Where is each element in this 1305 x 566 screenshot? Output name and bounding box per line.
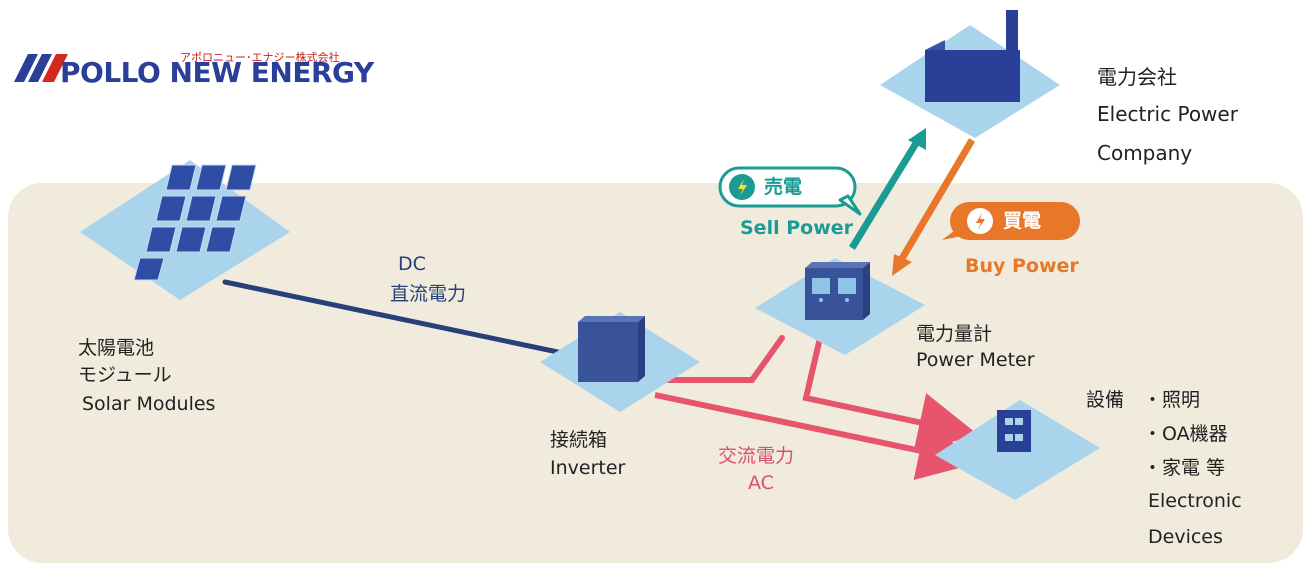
inverter-box-icon bbox=[578, 316, 645, 382]
devices-item-appliances: ・家電 等 bbox=[1143, 457, 1226, 479]
sell-arrow bbox=[849, 128, 926, 250]
logo-name-text: POLLO NEW ENERGY bbox=[60, 56, 374, 89]
buy-label-jp: 買電 bbox=[1003, 210, 1042, 232]
sell-label-en: Sell Power bbox=[740, 217, 853, 239]
buy-arrow bbox=[892, 138, 976, 276]
power-company-label-en1: Electric Power bbox=[1097, 102, 1238, 126]
ac-line-meter bbox=[802, 337, 979, 452]
power-meter-icon bbox=[805, 262, 870, 320]
logo-stripes bbox=[14, 54, 68, 82]
power-company-label-en2: Company bbox=[1097, 141, 1193, 165]
sell-label-jp: 売電 bbox=[764, 176, 803, 198]
devices-item-lighting: ・照明 bbox=[1143, 389, 1201, 411]
inverter-label-jp: 接続箱 bbox=[550, 429, 608, 451]
power-plant-icon bbox=[925, 10, 1020, 102]
logo-subtitle: アポロニュー･エナジー株式会社 bbox=[180, 51, 340, 64]
sell-badge bbox=[718, 166, 862, 216]
solar-label-en: Solar Modules bbox=[82, 393, 216, 415]
devices-label-en1: Electronic bbox=[1148, 490, 1242, 512]
devices-item-oa: ・OA機器 bbox=[1143, 423, 1228, 445]
inverter-label-en: Inverter bbox=[550, 457, 626, 479]
meter-label-jp: 電力量計 bbox=[916, 323, 993, 345]
devices-label-en2: Devices bbox=[1148, 526, 1223, 548]
solar-label-jp1: 太陽電池 bbox=[78, 337, 155, 359]
power-outlet-icon bbox=[997, 410, 1031, 452]
dc-label-en: DC bbox=[398, 253, 426, 275]
solar-label-jp2: モジュール bbox=[78, 364, 172, 386]
ac-label-en: AC bbox=[748, 472, 774, 494]
meter-label-en: Power Meter bbox=[916, 349, 1035, 371]
buy-badge bbox=[942, 202, 1080, 240]
solar-panel-icon bbox=[133, 164, 257, 281]
logo-name: POLLO NEW ENERGY bbox=[60, 56, 374, 89]
power-company-label-jp: 電力会社 bbox=[1097, 65, 1177, 89]
ac-line-upper bbox=[647, 335, 785, 383]
dc-label-jp: 直流電力 bbox=[390, 283, 467, 305]
devices-label-head: 設備 bbox=[1086, 389, 1125, 411]
buy-label-en: Buy Power bbox=[965, 255, 1079, 277]
dc-line bbox=[222, 279, 575, 358]
ac-line-lower bbox=[654, 392, 979, 480]
ac-label-jp: 交流電力 bbox=[718, 445, 795, 467]
